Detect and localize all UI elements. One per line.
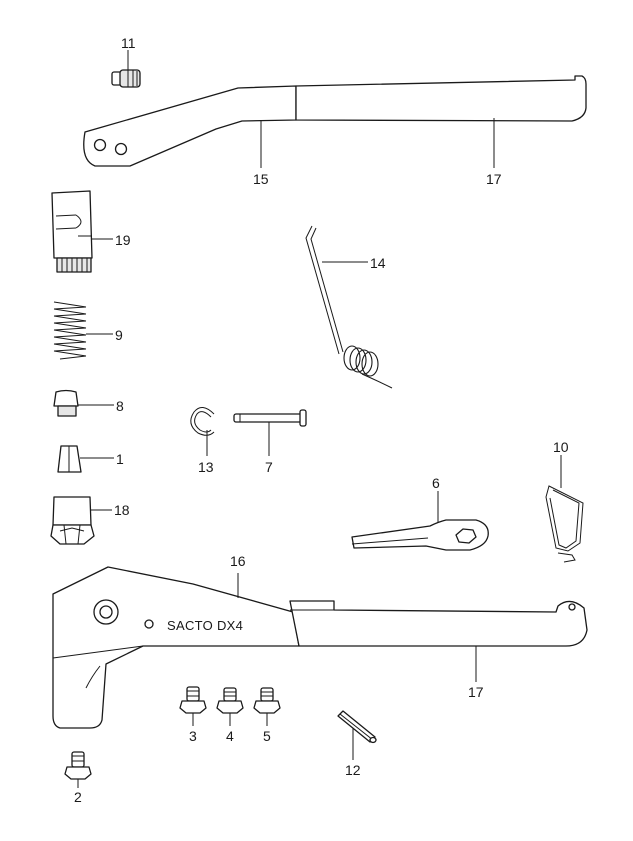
- part-8-jaw-pusher: [53, 389, 114, 417]
- callout-5: 5: [263, 728, 271, 744]
- part-5-nosepiece: [253, 687, 281, 726]
- callout-12: 12: [345, 762, 361, 778]
- callout-9: 9: [115, 327, 123, 343]
- part-3-nosepiece: [179, 686, 207, 726]
- callout-3: 3: [189, 728, 197, 744]
- part-13-retaining-clip: [190, 407, 215, 456]
- callout-4: 4: [226, 728, 234, 744]
- part-12-roll-pin: [337, 710, 377, 760]
- part-2-nosepiece: [64, 751, 92, 788]
- part-18-head-nut: [50, 496, 112, 545]
- callout-16: 16: [230, 553, 246, 569]
- callout-1: 1: [116, 451, 124, 467]
- part-4-nosepiece: [216, 687, 244, 726]
- part-7-pin: [233, 409, 307, 456]
- callout-14: 14: [370, 255, 386, 271]
- callout-6: 6: [432, 475, 440, 491]
- callout-17-lower: 17: [468, 684, 484, 700]
- callout-13: 13: [198, 459, 214, 475]
- part-10-wire-latch: [545, 455, 584, 563]
- callout-11: 11: [121, 35, 136, 51]
- callout-18: 18: [114, 502, 130, 518]
- model-name: SACTO DX4: [167, 618, 243, 633]
- callout-17-upper: 17: [486, 171, 502, 187]
- part-15-upper-arm: [83, 85, 297, 168]
- part-11-adapter: [111, 50, 141, 88]
- part-9-spring: [53, 301, 113, 360]
- part-19-jaw-housing: [51, 190, 113, 273]
- part-1-jaws: [57, 445, 114, 473]
- callout-15: 15: [253, 171, 269, 187]
- part-6-link-lever: [351, 491, 489, 551]
- callout-7: 7: [265, 459, 273, 475]
- part-17-lower-grip: [289, 600, 588, 682]
- callout-8: 8: [116, 398, 124, 414]
- part-17-upper-grip: [295, 75, 587, 168]
- callout-10: 10: [553, 439, 569, 455]
- part-14-torsion-spring: [305, 225, 393, 389]
- part-16-frame-body: [52, 566, 300, 729]
- callout-19: 19: [115, 232, 131, 248]
- callout-2: 2: [74, 789, 82, 805]
